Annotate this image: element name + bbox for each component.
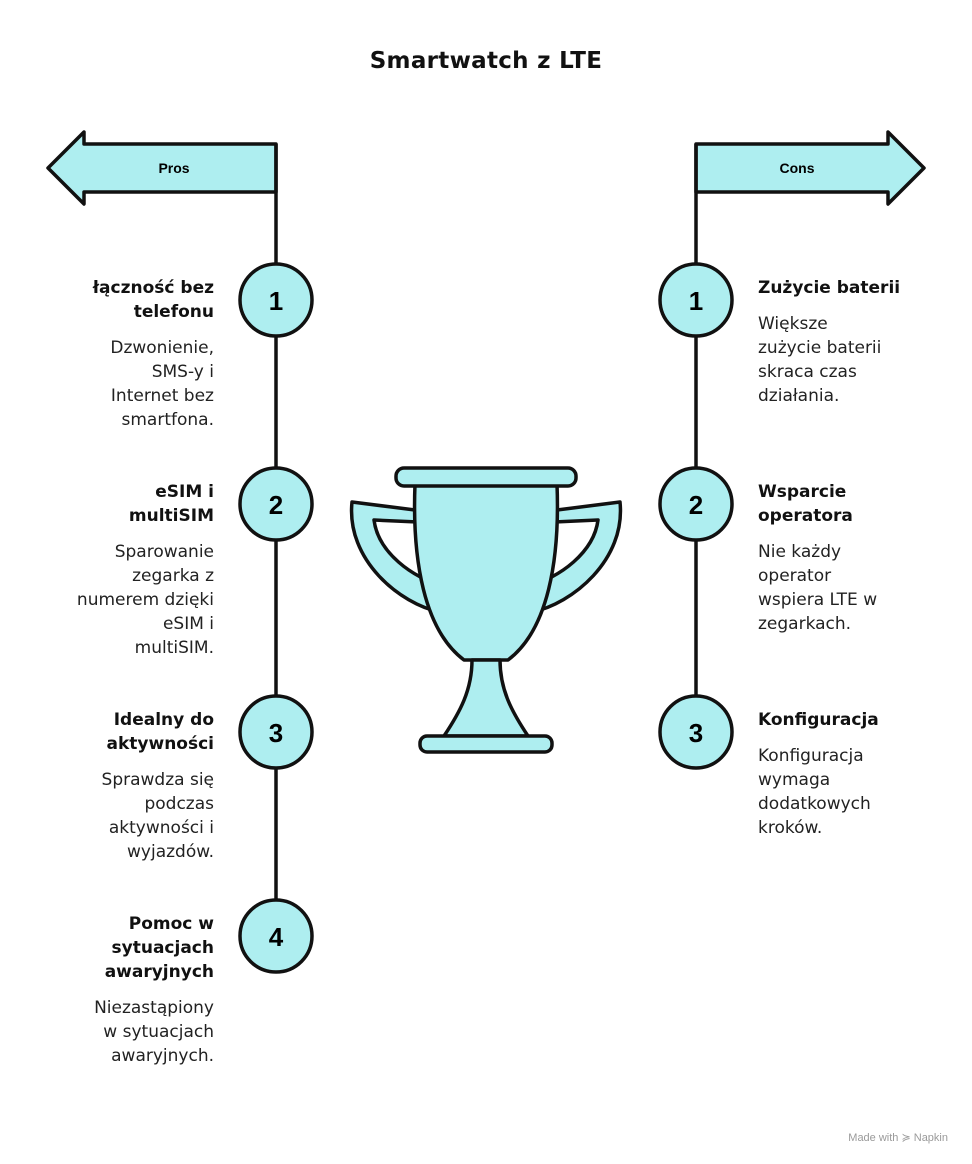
- pros-node-1: 1: [238, 262, 314, 338]
- pros-item-1-title: łączność bez telefonu: [92, 278, 214, 322]
- cons-node-3-number: 3: [689, 718, 703, 748]
- pros-node-2-number: 2: [269, 490, 283, 520]
- pros-item-3-description: Sprawdza się podczas aktywności i wyjazd…: [101, 770, 214, 862]
- pros-node-3: 3: [238, 694, 314, 770]
- pros-arrow: Pros: [46, 130, 278, 206]
- page-title: Smartwatch z LTE: [369, 48, 603, 74]
- pros-node-1-number: 1: [269, 286, 283, 316]
- trophy-icon: [349, 466, 623, 754]
- pros-item-3-title: Idealny do aktywności: [106, 710, 215, 754]
- pros-label: Pros: [158, 160, 189, 176]
- cons-node-3: 3: [658, 694, 734, 770]
- cons-node-2: 2: [658, 466, 734, 542]
- pros-node-4: 4: [238, 898, 314, 974]
- cons-item-3-description: Konfiguracja wymaga dodatkowych kroków.: [758, 746, 871, 838]
- cons-node-1-number: 1: [689, 286, 703, 316]
- cons-item-1-title: Zużycie baterii: [758, 278, 901, 298]
- cons-node-1: 1: [658, 262, 734, 338]
- pros-item-4-title: Pomoc w sytuacjach awaryjnych: [104, 914, 214, 982]
- cons-item-2-description: Nie każdy operator wspiera LTE w zegarka…: [758, 542, 878, 634]
- pros-item-2-description: Sparowanie zegarka z numerem dzięki eSIM…: [76, 542, 214, 658]
- cons-item-1-description: Większe zużycie baterii skraca czas dzia…: [758, 314, 882, 406]
- cons-item-2-title: Wsparcie operatora: [758, 482, 853, 526]
- made-with-napkin-footer: Made with ≽ Napkin: [848, 1132, 948, 1144]
- cons-node-2-number: 2: [689, 490, 703, 520]
- pros-node-2: 2: [238, 466, 314, 542]
- pros-item-1-description: Dzwonienie, SMS-y i Internet bez smartfo…: [110, 338, 214, 430]
- pros-item-2-title: eSIM i multiSIM: [128, 482, 214, 526]
- pros-node-3-number: 3: [269, 718, 283, 748]
- cons-item-3-title: Konfiguracja: [758, 710, 879, 730]
- pros-node-4-number: 4: [269, 922, 284, 952]
- cons-arrow: Cons: [694, 130, 926, 206]
- cons-label: Cons: [780, 160, 815, 176]
- pros-item-4-description: Niezastąpiony w sytuacjach awaryjnych.: [94, 998, 214, 1066]
